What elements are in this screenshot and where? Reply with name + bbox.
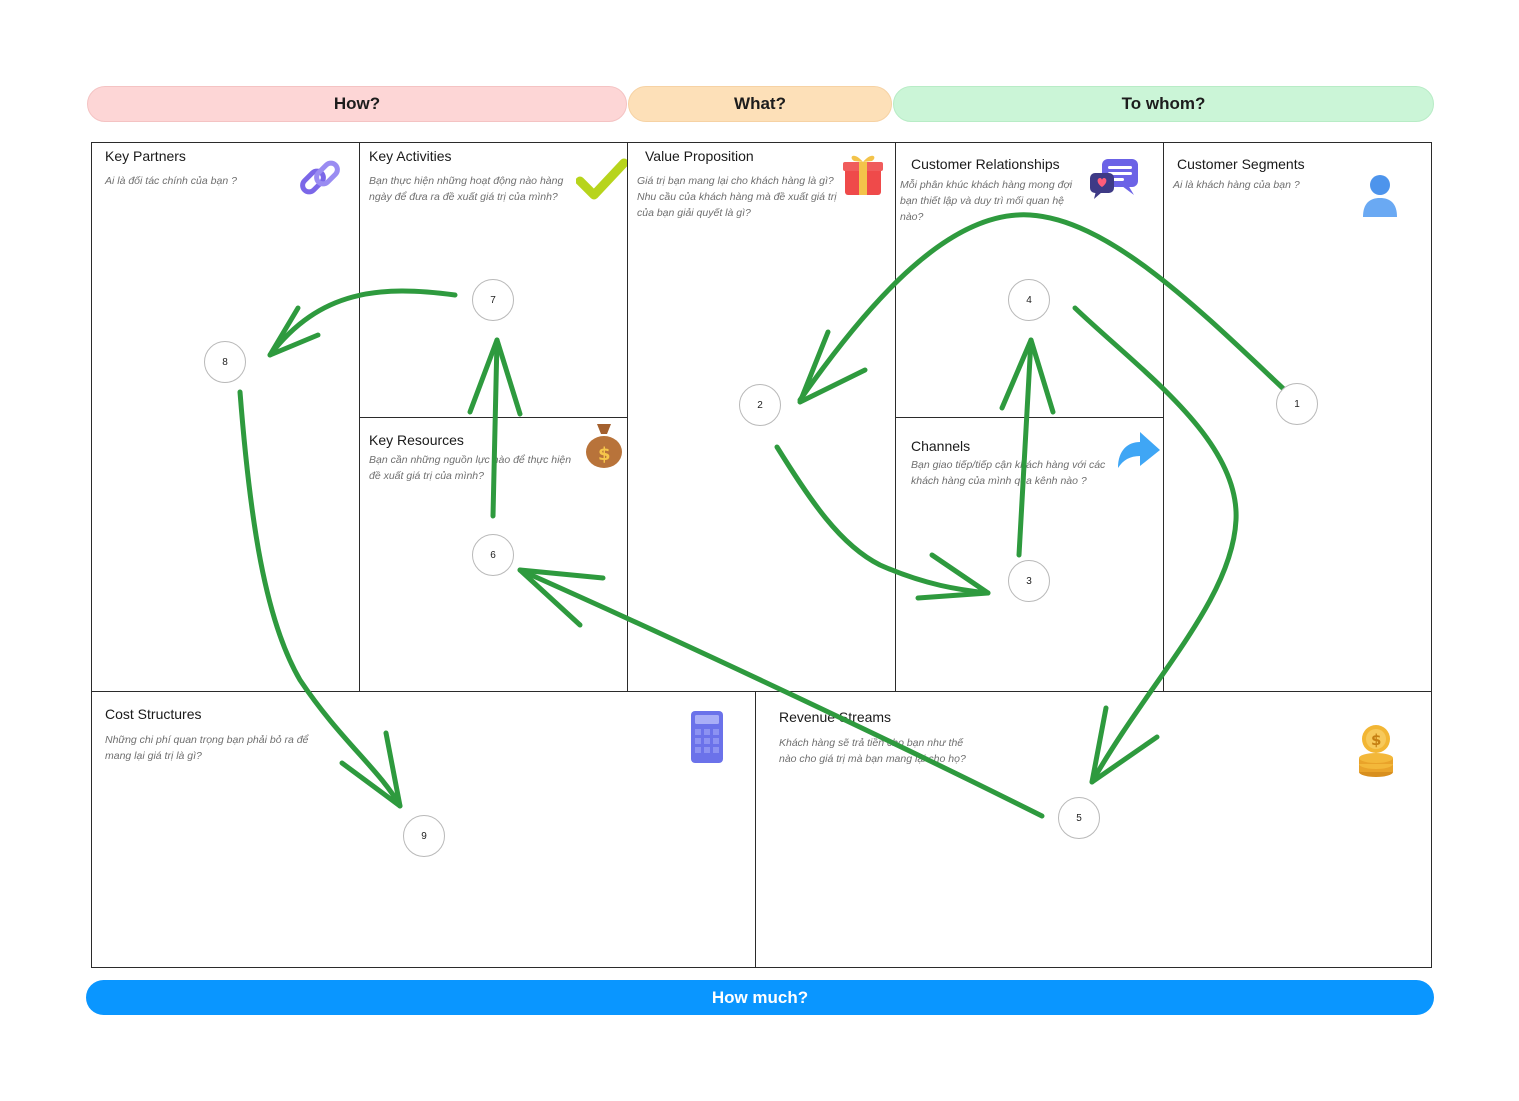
user-icon (1360, 173, 1400, 224)
svg-text:$: $ (1371, 731, 1381, 749)
channels-cell[interactable]: Channels Bạn giao tiếp/tiếp cận khách hà… (895, 417, 1164, 693)
channels-title: Channels (911, 438, 971, 454)
how-much-banner-label: How much? (711, 987, 809, 1007)
revenue-streams-title: Revenue Streams (779, 709, 892, 725)
what-banner-label: What? (734, 94, 786, 113)
key-resources-desc: Bạn cần những nguồn lực nào để thực hiện… (369, 454, 572, 482)
step-node-4[interactable]: 4 (1008, 279, 1050, 321)
money-bag-icon: $ (582, 420, 626, 475)
step-node-5[interactable]: 5 (1058, 797, 1100, 839)
value-proposition-desc: Giá trị bạn mang lại cho khách hàng là g… (637, 175, 837, 219)
step-node-3[interactable]: 3 (1008, 560, 1050, 602)
value-proposition-title: Value Proposition (645, 148, 754, 164)
how-banner: How? (87, 86, 627, 122)
key-resources-title: Key Resources (369, 432, 464, 448)
channels-desc: Bạn giao tiếp/tiếp cận khách hàng với cá… (911, 459, 1106, 487)
how-banner-label: How? (333, 94, 381, 113)
gift-icon (840, 149, 886, 202)
to-whom-banner-label: To whom? (1121, 94, 1206, 113)
step-node-7[interactable]: 7 (472, 279, 514, 321)
share-arrow-icon (1114, 426, 1162, 479)
key-partners-desc: Ai là đối tác chính của bạn ? (105, 175, 237, 187)
key-activities-desc: Bạn thực hiện những hoạt động nào hàng n… (369, 175, 564, 203)
key-partners-cell[interactable]: Key Partners Ai là đối tác chính của bạn… (91, 142, 360, 693)
link-icon (297, 155, 343, 206)
step-node-6[interactable]: 6 (472, 534, 514, 576)
step-node-9[interactable]: 9 (403, 815, 445, 857)
svg-text:$: $ (598, 444, 611, 465)
step-node-8[interactable]: 8 (204, 341, 246, 383)
what-banner: What? (628, 86, 892, 122)
key-activities-title: Key Activities (369, 148, 452, 164)
step-node-1[interactable]: 1 (1276, 383, 1318, 425)
cost-structures-desc: Những chi phí quan trọng bạn phải bỏ ra … (105, 734, 309, 762)
calculator-icon (690, 710, 724, 769)
checkmark-icon (575, 157, 629, 208)
to-whom-banner: To whom? (893, 86, 1434, 122)
cost-structures-title: Cost Structures (105, 706, 202, 722)
customer-relationships-desc: Mỗi phân khúc khách hàng mong đợi bạn th… (900, 179, 1073, 223)
customer-segments-desc: Ai là khách hàng của bạn ? (1173, 179, 1300, 191)
customer-relationships-title: Customer Relationships (911, 156, 1060, 172)
chat-bubbles-icon (1088, 155, 1142, 208)
step-node-2[interactable]: 2 (739, 384, 781, 426)
customer-segments-title: Customer Segments (1177, 156, 1305, 172)
revenue-streams-desc: Khách hàng sẽ trả tiền cho bạn như thế n… (779, 737, 966, 765)
how-much-banner: How much? (86, 980, 1434, 1015)
coins-icon: $ (1356, 722, 1396, 783)
key-partners-title: Key Partners (105, 148, 186, 164)
